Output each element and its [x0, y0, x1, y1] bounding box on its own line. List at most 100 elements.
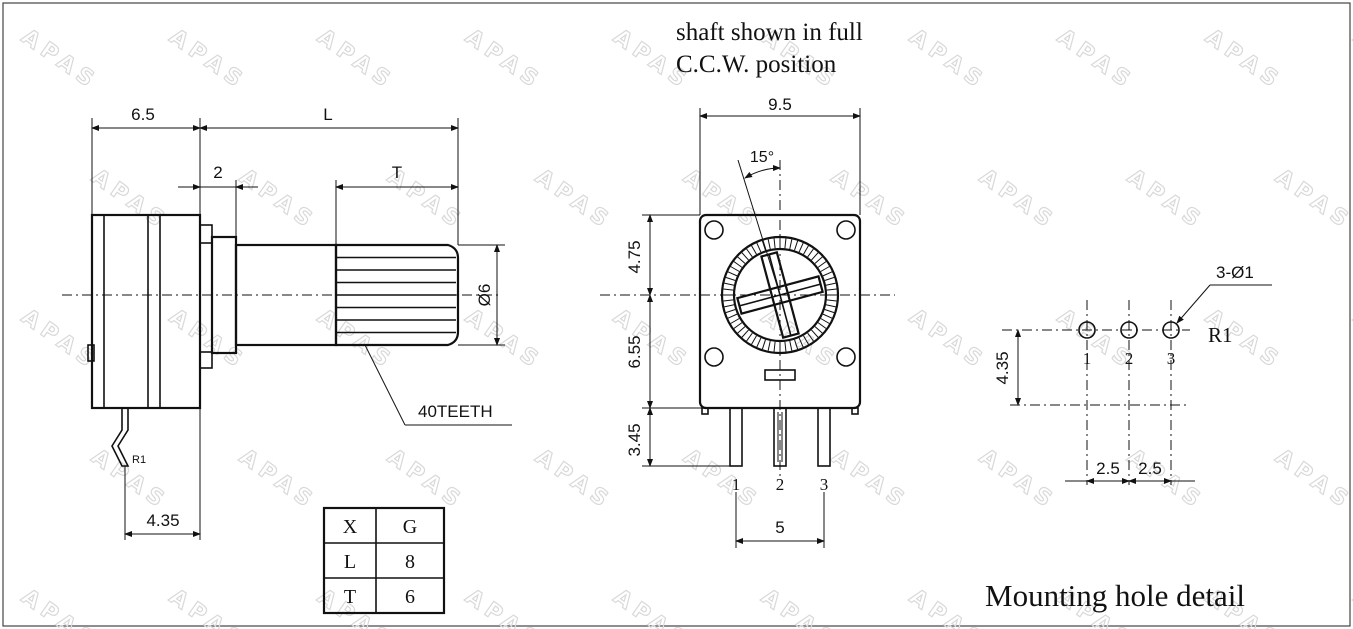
spec-table-cell: 6 [405, 586, 415, 608]
dial-tooth [746, 332, 753, 342]
corner-hole [836, 347, 856, 367]
front-pin-label: 2 [776, 475, 785, 494]
front-slot [764, 369, 796, 381]
dial-tooth [733, 322, 743, 329]
dim-pin-offset: 4.35 [146, 511, 179, 530]
side-pin-label: R1 [132, 454, 146, 466]
dial-tooth [751, 335, 757, 345]
dim-diameter: Ø6 [475, 284, 494, 307]
side-knurl [334, 243, 460, 347]
dial-tooth [814, 256, 823, 264]
spec-table-cell: 8 [405, 551, 415, 573]
front-pin-2 [773, 407, 787, 467]
dial-tooth [820, 266, 830, 272]
dial-tooth [723, 299, 734, 302]
dial-tooth [817, 261, 827, 268]
dial-tooth [798, 242, 804, 253]
dial-tooth [767, 239, 771, 250]
holes-label: 3-Ø1 [1216, 263, 1254, 282]
detail-caption: Mounting hole detail [985, 578, 1245, 613]
front-pin-1 [729, 407, 743, 467]
dial-tooth [820, 318, 830, 324]
dial-tooth [814, 326, 823, 334]
dial-tooth [761, 240, 766, 251]
note-line-1: shaft shown in full [676, 19, 863, 46]
knurl-teeth [336, 256, 456, 334]
hole-label: 1 [1083, 349, 1092, 368]
dial-tooth [817, 322, 827, 329]
front-pin-3 [817, 407, 831, 467]
dial-tooth [807, 332, 814, 342]
dial-tooth [741, 329, 749, 338]
dial-tooth [794, 240, 799, 251]
dial-tooth [724, 304, 735, 308]
dim-pitch-right: 2.5 [1138, 459, 1162, 478]
mounting-hole-2 [1120, 321, 1138, 339]
dial-tooth [737, 326, 746, 334]
side-lug-bottom [199, 351, 213, 369]
angle-arc [744, 165, 781, 179]
dial-tooth [737, 256, 746, 264]
spec-table-cell: X [343, 516, 358, 538]
front-pin-label: 1 [732, 475, 741, 494]
dial-tooth [825, 304, 836, 308]
angle-ref-line [737, 159, 781, 296]
note-line-2: C.C.W. position [676, 51, 837, 78]
dial-tooth [730, 266, 740, 272]
dial-tooth [725, 276, 736, 281]
dial-outer [720, 235, 840, 355]
dial-tooth [811, 252, 819, 261]
dial-tooth [730, 318, 740, 324]
dial-tooth [761, 339, 766, 350]
dial-tooth [803, 245, 809, 255]
dial-tooth [723, 288, 734, 291]
hole-label: 3 [1167, 349, 1176, 368]
spec-table-frame [322, 506, 446, 615]
dial-tooth [794, 339, 799, 350]
dim-height: 4.35 [993, 351, 1012, 384]
dial-tooth [803, 335, 809, 345]
dial-tooth [824, 276, 835, 281]
dial-tooth [773, 238, 776, 249]
spec-table: X G L 8 T 6 [322, 506, 446, 615]
dim-pitch-left: 2.5 [1096, 459, 1120, 478]
holes-leader [1176, 284, 1211, 324]
base-tab [851, 407, 859, 415]
dial-tooth [798, 337, 804, 348]
dial-teeth [723, 238, 837, 352]
spec-table-cell: T [344, 586, 356, 608]
side-lug-top [199, 224, 213, 244]
spec-table-cell: L [344, 551, 356, 573]
front-view: shaft shown in full C.C.W. position [600, 19, 895, 548]
dim-body-width: 6.5 [131, 105, 155, 124]
dial-tooth [807, 248, 814, 258]
dial-tooth [741, 252, 749, 261]
dial-tooth [727, 313, 738, 319]
dim-length: L [323, 105, 332, 124]
dim-angle: 15° [750, 149, 774, 166]
dial-tooth [767, 340, 771, 351]
dial-tooth [756, 242, 762, 253]
front-pin-label: 3 [820, 475, 829, 494]
side-view: R1 6.5 L 2 T Ø6 40TEETH 4.35 [62, 105, 512, 540]
dial-tooth [784, 238, 787, 249]
dim-pins: 3.45 [625, 423, 644, 456]
dial-tooth [822, 313, 833, 319]
dim-lower: 6.55 [625, 335, 644, 368]
dial-tooth [822, 271, 833, 277]
corner-hole [704, 347, 724, 367]
dial-tooth [789, 340, 793, 351]
side-tab [87, 344, 95, 362]
dial-tooth [825, 282, 836, 286]
mounting-hole-1 [1078, 321, 1096, 339]
dim-upper: 4.75 [625, 240, 644, 273]
dial-tooth [725, 309, 736, 314]
dial-tooth [784, 341, 787, 352]
side-body [90, 213, 202, 410]
dim-step: 2 [213, 163, 222, 182]
teeth-callout: 40TEETH [418, 402, 493, 421]
dial-tooth [826, 288, 837, 291]
